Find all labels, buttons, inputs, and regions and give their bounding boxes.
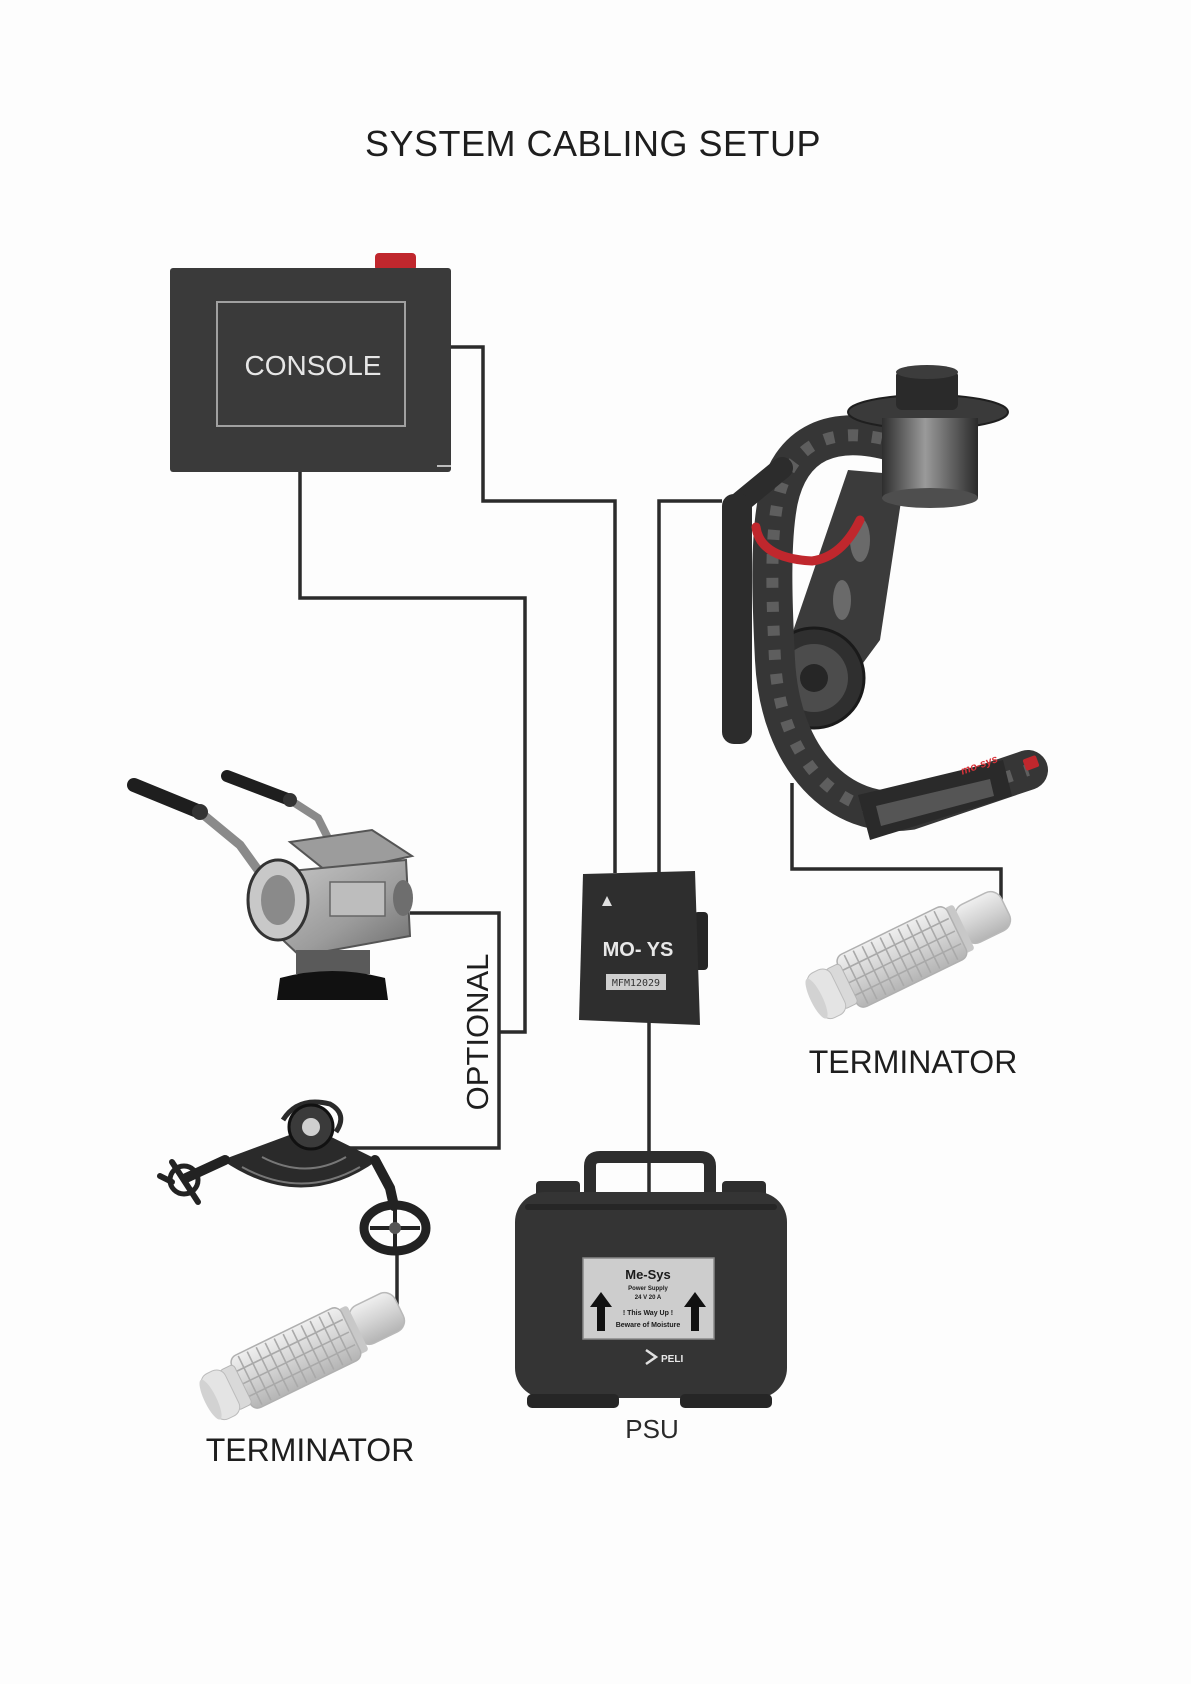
terminator-left-label: TERMINATOR — [206, 1432, 415, 1468]
gimbal-left-post — [722, 494, 752, 744]
wheels-right-arm — [375, 1160, 394, 1206]
psu-foot-left — [527, 1394, 619, 1408]
fluid-head — [134, 776, 413, 1000]
wheels-hub-center — [302, 1118, 320, 1136]
pan-bar-clamp-1 — [192, 804, 208, 820]
hand-wheel-hub — [389, 1222, 401, 1234]
pan-bar-clamp-2 — [283, 793, 297, 807]
gimbal-plate-hole — [833, 580, 851, 620]
console-label: CONSOLE — [245, 350, 382, 381]
mfm-model-text: MFM12029 — [612, 978, 660, 989]
optional-label: OPTIONAL — [460, 954, 495, 1111]
psu-label-line3: ! This Way Up ! — [623, 1310, 673, 1317]
terminator-right-label: TERMINATOR — [809, 1044, 1018, 1080]
psu-label-line4: Beware of Moisture — [616, 1322, 681, 1329]
psu-maker-text: PELI — [661, 1354, 683, 1365]
cable-gimbal-to-mfm — [659, 501, 722, 873]
psu-label-line1: Power Supply — [628, 1286, 668, 1292]
pan-bar-1 — [200, 812, 258, 870]
fluid-head-column — [296, 950, 370, 974]
gimbal-top-knob-cap — [896, 365, 958, 379]
terminator-left-connector — [192, 1281, 412, 1428]
console-unit: CONSOLE — [170, 253, 451, 472]
gimbal-tilt-motor-hub — [800, 664, 828, 692]
diagram-title: SYSTEM CABLING SETUP — [365, 123, 821, 164]
remote-head-gimbal: mo-sys — [722, 365, 1040, 840]
pan-bar-grip-1 — [134, 785, 200, 812]
cable-console-to-mfm — [451, 347, 615, 873]
terminator-right-connector — [798, 880, 1018, 1027]
psu-label: PSU — [625, 1414, 678, 1444]
psu-lid-ridge — [525, 1204, 777, 1210]
pan-bar-grip-2 — [227, 776, 290, 800]
psu-foot-right — [680, 1394, 772, 1408]
psu-case: Me-Sys Power Supply 24 V 20 A ! This Way… — [515, 1157, 787, 1408]
mfm-brand-text: MO- YS — [603, 939, 674, 961]
geared-wheels — [160, 1102, 426, 1251]
psu-label-brand: Me-Sys — [625, 1267, 671, 1282]
gimbal-pan-motor — [882, 418, 978, 498]
side-knob — [393, 880, 413, 916]
fluid-head-bowl-base — [277, 971, 388, 1000]
mfm-unit: MO- YS MFM12029 — [579, 871, 708, 1025]
fluid-head-panel — [330, 882, 385, 916]
psu-label-line2: 24 V 20 A — [635, 1295, 662, 1301]
gimbal-pan-motor-base — [882, 488, 978, 508]
tilt-drum-inner — [261, 875, 295, 925]
pan-bar-2 — [290, 800, 330, 842]
